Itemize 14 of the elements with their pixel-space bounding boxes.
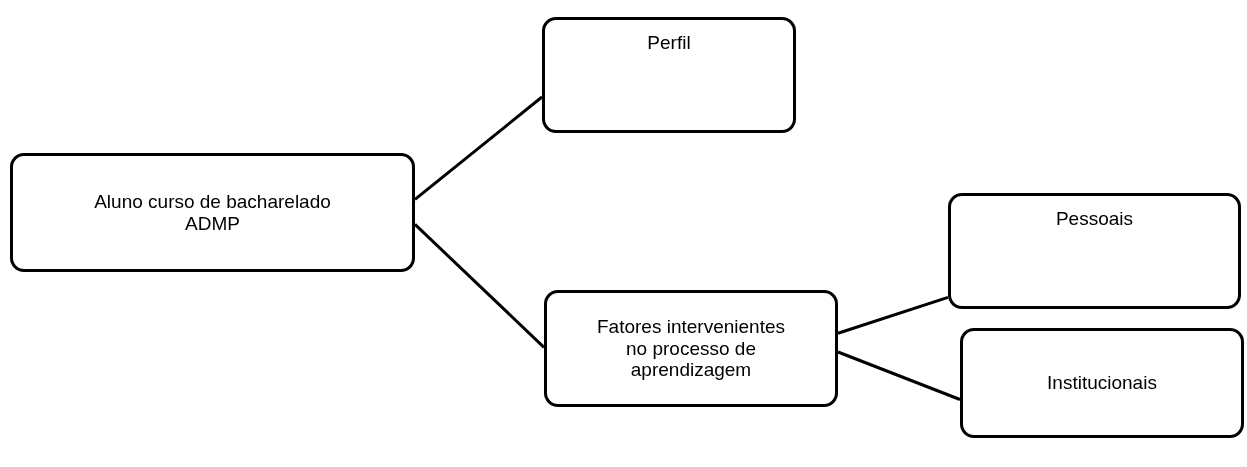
box-label: Perfil — [646, 31, 692, 54]
process-box — [10, 153, 415, 272]
process-box — [948, 193, 1241, 309]
process-box — [960, 328, 1244, 438]
box-label: Institucionais — [1046, 372, 1158, 394]
process-box — [544, 290, 838, 407]
box-label: Fatores intervenientes no processo de aprendizagem — [596, 315, 786, 382]
box-label: Aluno curso de bacharelado ADMP — [93, 190, 332, 235]
connector-line — [837, 350, 961, 401]
connector-line — [413, 223, 546, 349]
connector-line — [414, 95, 543, 201]
process-box — [542, 17, 796, 133]
connector-line — [837, 295, 949, 335]
box-label: Pessoais — [1054, 207, 1135, 230]
